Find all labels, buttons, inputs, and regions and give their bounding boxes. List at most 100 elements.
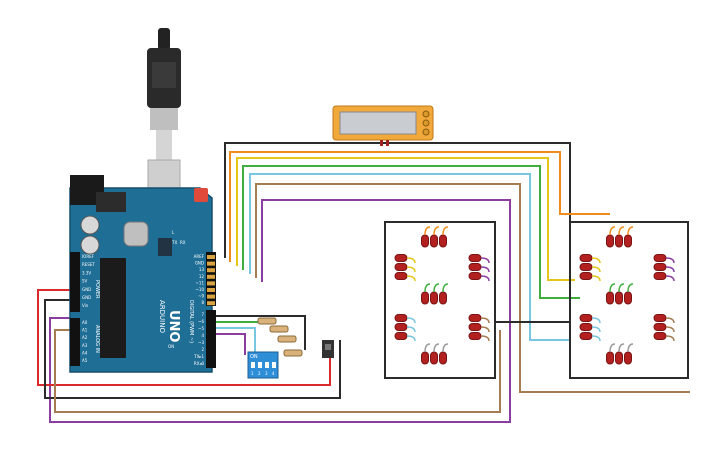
led[interactable]: [394, 314, 408, 322]
led[interactable]: [606, 291, 614, 305]
digital-pin[interactable]: [207, 255, 215, 259]
led[interactable]: [653, 314, 667, 322]
usb-cable[interactable]: [147, 28, 181, 189]
pin-label: 4: [201, 333, 204, 338]
dip-toggle[interactable]: [265, 362, 269, 368]
arduino-board[interactable]: ARDUINO UNO POWER ANALOG IN DIGITAL (PWM…: [69, 175, 216, 373]
led[interactable]: [468, 272, 482, 280]
pin-label: 2: [201, 347, 204, 352]
digital-pin[interactable]: [207, 268, 215, 273]
digital-pin[interactable]: [207, 261, 215, 266]
lcd-module[interactable]: [332, 105, 434, 146]
led[interactable]: [579, 332, 593, 340]
analog-header-label: ANALOG IN: [94, 325, 100, 353]
dip-toggle[interactable]: [272, 362, 276, 368]
led[interactable]: [394, 254, 408, 262]
led[interactable]: [394, 272, 408, 280]
wire-orange: [229, 151, 610, 262]
pin-label: Vin: [82, 303, 89, 308]
led-lead: [433, 283, 440, 293]
led-group: [579, 314, 601, 342]
slide-switch-knob[interactable]: [325, 344, 331, 350]
dip-position-label: 1: [251, 371, 254, 376]
led[interactable]: [579, 323, 593, 331]
led[interactable]: [615, 351, 623, 365]
led[interactable]: [606, 351, 614, 365]
wire-brown: [255, 183, 690, 393]
led[interactable]: [624, 351, 632, 365]
led[interactable]: [430, 291, 438, 305]
crystal: [123, 221, 149, 247]
led-lead: [442, 283, 449, 293]
digital-pin[interactable]: [207, 281, 215, 286]
led[interactable]: [468, 323, 482, 331]
led-lead: [665, 275, 675, 282]
led-lead: [406, 335, 416, 342]
led[interactable]: [430, 351, 438, 365]
led[interactable]: [468, 263, 482, 271]
led[interactable]: [624, 234, 632, 248]
led-lead: [591, 266, 601, 273]
led-lead: [424, 343, 431, 353]
led[interactable]: [421, 234, 429, 248]
led-group: [653, 314, 675, 342]
led[interactable]: [468, 332, 482, 340]
led[interactable]: [653, 254, 667, 262]
led-group: [606, 283, 634, 305]
led[interactable]: [579, 272, 593, 280]
pin-label: A5: [82, 358, 88, 363]
wire-black-left-cube: [384, 221, 496, 379]
led[interactable]: [579, 254, 593, 262]
led[interactable]: [579, 314, 593, 322]
led[interactable]: [615, 291, 623, 305]
dip-toggle[interactable]: [258, 362, 262, 368]
led[interactable]: [394, 323, 408, 331]
led[interactable]: [653, 272, 667, 280]
usb-chip: [158, 238, 172, 256]
led[interactable]: [439, 234, 447, 248]
pin-label: GND: [82, 295, 91, 300]
resistor-3: [277, 335, 297, 343]
led[interactable]: [439, 291, 447, 305]
pin-label: TX▸1: [193, 354, 204, 359]
led-lead: [480, 257, 490, 264]
led[interactable]: [439, 351, 447, 365]
pin-label: RESET: [82, 262, 95, 267]
led[interactable]: [430, 234, 438, 248]
tx-led-label: TX: [171, 240, 177, 245]
resistor-4: [283, 349, 303, 357]
dip-toggle[interactable]: [251, 362, 255, 368]
led-lead: [665, 335, 675, 342]
led[interactable]: [468, 314, 482, 322]
led[interactable]: [421, 291, 429, 305]
led[interactable]: [653, 323, 667, 331]
led[interactable]: [606, 234, 614, 248]
digital-pin[interactable]: [207, 301, 215, 306]
pin-label: A1: [82, 328, 88, 333]
led[interactable]: [653, 332, 667, 340]
led-lead: [480, 275, 490, 282]
pin-label: GND: [195, 261, 204, 266]
led-lead: [618, 343, 625, 353]
digital-pin[interactable]: [207, 274, 215, 279]
led[interactable]: [468, 254, 482, 262]
led[interactable]: [653, 263, 667, 271]
led-group: [468, 254, 490, 282]
led[interactable]: [624, 291, 632, 305]
led-lead: [424, 226, 431, 236]
led[interactable]: [394, 332, 408, 340]
dip-switch-on-label: ON: [250, 354, 258, 360]
led[interactable]: [394, 263, 408, 271]
digital-pin[interactable]: [207, 288, 215, 292]
wire-green: [242, 165, 580, 299]
led[interactable]: [615, 234, 623, 248]
pin-label: 5V: [82, 279, 88, 284]
digital-pin[interactable]: [207, 294, 215, 299]
reset-button[interactable]: [194, 188, 208, 202]
led[interactable]: [421, 351, 429, 365]
led[interactable]: [579, 263, 593, 271]
digital-header-top-strip: [206, 252, 216, 306]
